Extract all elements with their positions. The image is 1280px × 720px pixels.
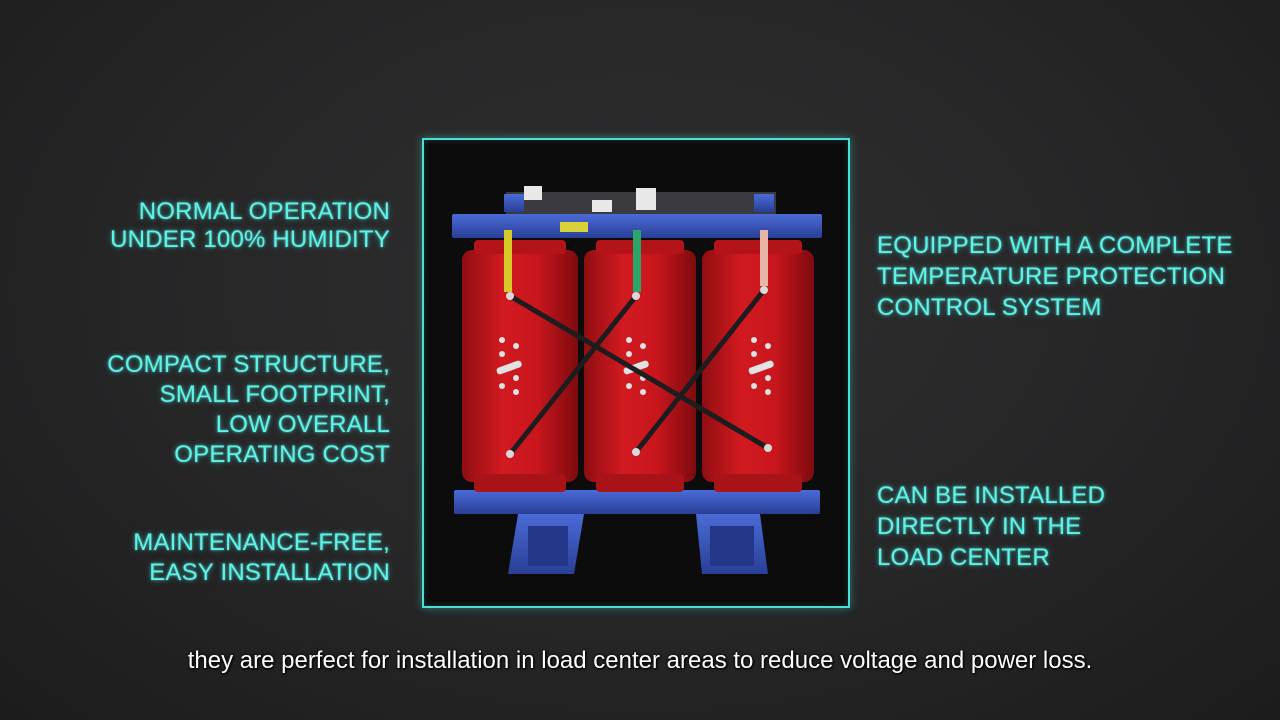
lead-phase-b xyxy=(633,230,641,292)
feature-line: COMPACT STRUCTURE, xyxy=(107,351,390,378)
feature-maintenance-free: MAINTENANCE-FREE, EASY INSTALLATION xyxy=(133,528,390,588)
feature-line: OPERATING COST xyxy=(174,441,390,468)
feature-line: DIRECTLY IN THE xyxy=(877,513,1082,540)
nameplate xyxy=(560,222,588,232)
subtitle-caption: they are perfect for installation in loa… xyxy=(187,647,1093,674)
lead-phase-a xyxy=(504,230,512,292)
top-frame-beam xyxy=(452,214,822,238)
feature-line: LOAD CENTER xyxy=(877,544,1050,571)
feature-compact-structure: COMPACT STRUCTURE, SMALL FOOTPRINT, LOW … xyxy=(107,350,390,470)
feature-line: CAN BE INSTALLED xyxy=(877,482,1106,509)
feature-line: CONTROL SYSTEM xyxy=(877,294,1102,321)
product-image-frame xyxy=(422,138,850,608)
lead-phase-c xyxy=(760,230,768,286)
feature-line: NORMAL OPERATION xyxy=(138,198,390,225)
feature-temperature-protection: EQUIPPED WITH A COMPLETE TEMPERATURE PRO… xyxy=(877,230,1233,323)
feature-line: LOW OVERALL xyxy=(215,411,390,438)
tap-studs xyxy=(496,337,774,395)
feature-line: SMALL FOOTPRINT, xyxy=(159,381,390,408)
feature-line: EQUIPPED WITH A COMPLETE xyxy=(877,232,1233,259)
feature-line: UNDER 100% HUMIDITY xyxy=(110,226,390,253)
feature-humidity: NORMAL OPERATION UNDER 100% HUMIDITY xyxy=(110,198,390,254)
feature-line: EASY INSTALLATION xyxy=(149,559,390,586)
transformer-illustration xyxy=(452,186,822,574)
bottom-frame-beam xyxy=(454,490,820,514)
delta-cables xyxy=(507,287,771,457)
feature-load-center: CAN BE INSTALLED DIRECTLY IN THE LOAD CE… xyxy=(877,480,1105,573)
feature-line: TEMPERATURE PROTECTION xyxy=(877,263,1225,290)
feature-line: MAINTENANCE-FREE, xyxy=(133,529,390,556)
terminal-bracket xyxy=(524,186,542,200)
